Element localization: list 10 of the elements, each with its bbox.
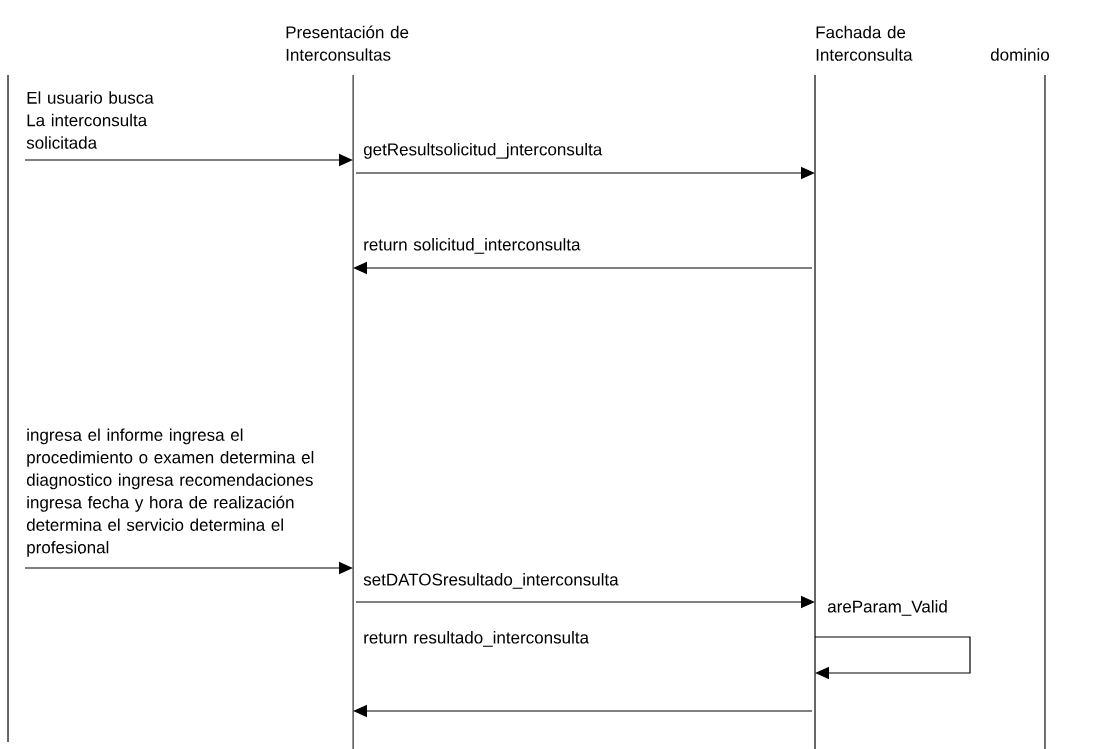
message-label: return resultado_interconsulta [364, 631, 589, 647]
message-label: getResultsolicitud_jnterconsulta [363, 142, 603, 159]
message-label: ingresa el informe ingresa el procedimiento o examen determina el diagnostico ingresa recomendaciones ingresa fecha y hora de realización determina el servicio determina el profesional [26, 428, 314, 557]
self-message-arrow [814, 636, 971, 680]
message-label: setDATOSresultado_interconsulta [363, 573, 619, 589]
lifeline [7, 74, 9, 743]
message-label: areParam_Valid [827, 600, 947, 616]
message-label: El usuario busca La interconsulta solicitada [26, 91, 154, 149]
message-label: return solicitud_interconsulta [364, 238, 581, 254]
lifeline: dominio [990, 48, 1049, 749]
